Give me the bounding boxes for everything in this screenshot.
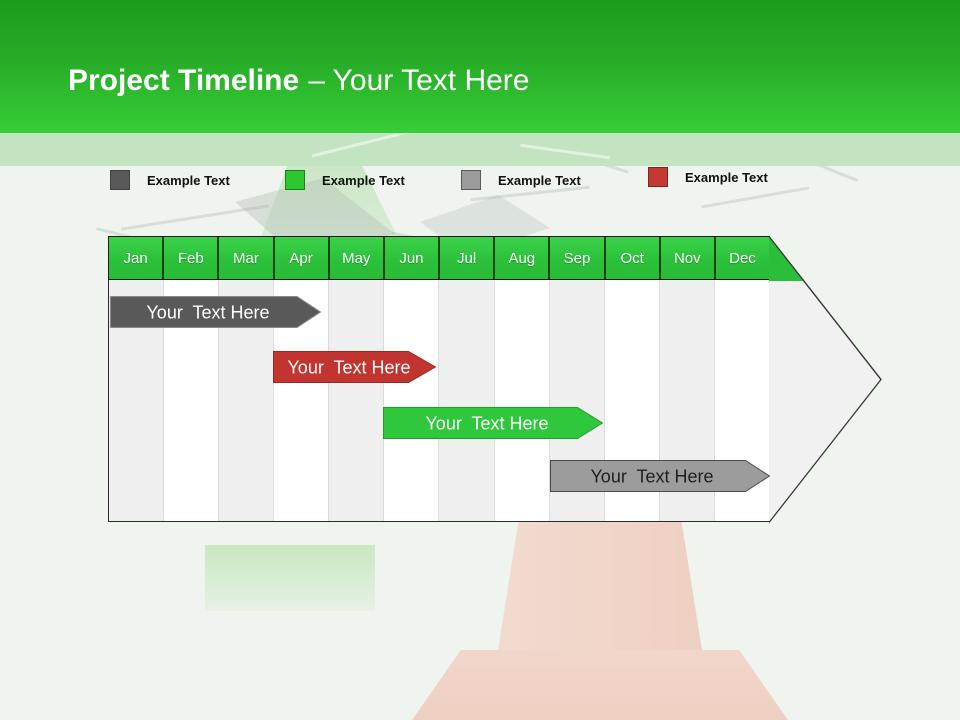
legend-item-3: Example Text bbox=[461, 170, 581, 190]
task-bar-2: Your Text Here bbox=[273, 351, 436, 383]
slide-title-light: – Your Text Here bbox=[308, 64, 530, 97]
watermark-crack bbox=[700, 186, 810, 209]
watermark-red-arrow-head bbox=[412, 650, 788, 720]
legend-item-2: Example Text bbox=[285, 170, 405, 190]
legend-swatch-dark-gray bbox=[110, 170, 130, 190]
task-bar-label: Your Text Here bbox=[287, 358, 410, 378]
task-bar-1: Your Text Here bbox=[110, 296, 321, 328]
legend-item-1: Example Text bbox=[110, 170, 230, 190]
task-bar-4: Your Text Here bbox=[550, 460, 770, 492]
month-header-apr: Apr bbox=[274, 237, 330, 279]
task-bar-shape bbox=[273, 351, 436, 383]
watermark-green-reflection bbox=[205, 545, 375, 611]
month-header-aug: Aug bbox=[495, 237, 551, 279]
month-column bbox=[439, 280, 495, 521]
legend-swatch-red bbox=[648, 167, 668, 187]
month-header-nov: Nov bbox=[660, 237, 716, 279]
legend-swatch-green bbox=[285, 170, 305, 190]
arrow-head-top-edge bbox=[769, 236, 882, 380]
month-header-sep: Sep bbox=[550, 237, 606, 279]
banner-light-strip bbox=[0, 133, 960, 166]
month-header-feb: Feb bbox=[164, 237, 220, 279]
timeline-arrow-head bbox=[769, 236, 882, 523]
watermark-crack bbox=[120, 204, 270, 231]
month-header-dec: Dec bbox=[715, 237, 770, 279]
task-bar-shape bbox=[383, 407, 603, 439]
month-header-may: May bbox=[329, 237, 385, 279]
legend-item-4: Example Text bbox=[648, 167, 768, 187]
month-column bbox=[384, 280, 440, 521]
slide-title-bold: Project Timeline bbox=[68, 64, 300, 97]
title-banner bbox=[0, 0, 960, 133]
legend-label: Example Text bbox=[498, 172, 581, 188]
month-column bbox=[494, 280, 550, 521]
month-header-mar: Mar bbox=[219, 237, 275, 279]
task-bar-label: Your Text Here bbox=[146, 303, 269, 323]
task-bar-3: Your Text Here bbox=[383, 407, 603, 439]
month-header-jan: Jan bbox=[109, 237, 165, 279]
legend-label: Example Text bbox=[322, 172, 405, 188]
month-column bbox=[329, 280, 385, 521]
legend-swatch-gray bbox=[461, 170, 481, 190]
legend-label: Example Text bbox=[147, 172, 230, 188]
task-bar-shape bbox=[550, 460, 770, 492]
watermark-red-arrow-shaft bbox=[498, 522, 702, 650]
month-header-oct: Oct bbox=[605, 237, 661, 279]
month-header-jun: Jun bbox=[384, 237, 441, 279]
task-bar-label: Your Text Here bbox=[425, 414, 548, 434]
timeline-month-header: Jan Feb Mar Apr May Jun Jul Aug Sep Oct … bbox=[108, 236, 770, 280]
month-header-jul: Jul bbox=[440, 237, 496, 279]
slide-title: Project Timeline– Your Text Here bbox=[68, 62, 529, 100]
task-bar-shape bbox=[110, 296, 321, 328]
legend-label: Example Text bbox=[685, 169, 768, 185]
task-bar-label: Your Text Here bbox=[590, 467, 713, 487]
